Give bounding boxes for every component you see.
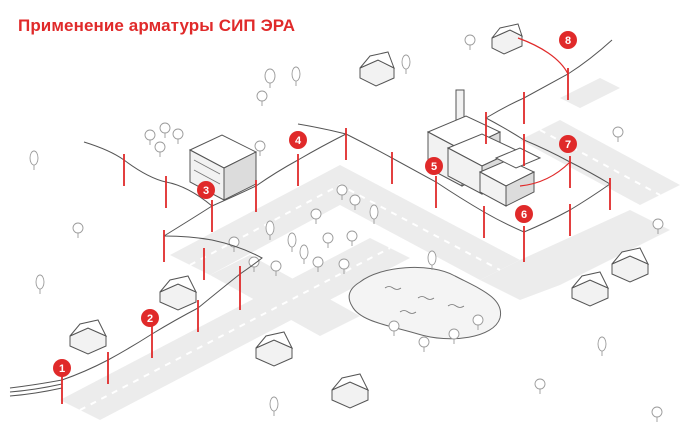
tree-icon	[448, 328, 460, 344]
tree-icon	[72, 222, 84, 238]
office-building	[188, 134, 258, 201]
tree-icon	[388, 320, 400, 336]
page-title: Применение арматуры СИП ЭРА	[18, 16, 296, 35]
tree-icon	[254, 140, 266, 156]
marker-label: 8	[565, 35, 571, 47]
trees	[29, 34, 664, 422]
roads	[60, 78, 680, 420]
tree-icon	[464, 34, 476, 50]
tree-icon	[310, 208, 322, 224]
tree-icon	[534, 378, 546, 394]
tree-icon	[35, 274, 45, 294]
marker-8: 8	[559, 31, 577, 49]
tree-icon	[269, 396, 279, 416]
houses	[69, 23, 650, 409]
tree-icon	[159, 122, 171, 138]
tree-icon	[369, 204, 379, 224]
tree-icon	[336, 184, 348, 200]
house-icon	[359, 51, 395, 87]
tree-icon	[291, 66, 301, 86]
service-drop-7	[519, 161, 571, 187]
marker-label: 2	[147, 313, 153, 325]
house-icon	[159, 275, 198, 311]
tree-icon	[338, 258, 350, 274]
tree-icon	[612, 126, 624, 142]
tree-icon	[248, 256, 260, 272]
marker-label: 3	[203, 185, 209, 197]
marker-label: 4	[295, 135, 302, 147]
house-icon	[571, 271, 610, 307]
marker-7: 7	[559, 135, 577, 153]
tree-icon	[651, 406, 663, 422]
tree-icon	[29, 150, 39, 170]
marker-6: 6	[515, 205, 533, 223]
markers: 1 2 3 4 5 6 7 8	[53, 31, 577, 377]
tree-icon	[265, 220, 275, 240]
tree-icon	[172, 128, 184, 144]
tree-icon	[312, 256, 324, 272]
road-top-right	[560, 78, 620, 108]
tree-icon	[346, 230, 358, 246]
tree-icon	[418, 336, 430, 352]
tree-icon	[349, 194, 361, 210]
marker-4: 4	[289, 131, 307, 149]
tree-icon	[652, 218, 664, 234]
lake	[348, 267, 502, 340]
poles	[61, 68, 611, 404]
tree-icon	[322, 232, 334, 248]
marker-5: 5	[425, 157, 443, 175]
tree-icon	[401, 54, 411, 74]
marker-2: 2	[141, 309, 159, 327]
house-icon	[255, 331, 294, 367]
road-center-line-3	[539, 129, 661, 196]
tree-icon	[144, 129, 156, 145]
tree-icon	[264, 68, 276, 88]
marker-1: 1	[53, 359, 71, 377]
factory	[426, 89, 542, 207]
house-icon	[69, 319, 108, 355]
road-center-line-1	[79, 247, 391, 411]
tree-icon	[287, 232, 297, 252]
tree-icon	[427, 250, 437, 270]
road-center-loop-bottom	[210, 255, 360, 336]
tree-icon	[299, 244, 309, 264]
house-icon	[491, 23, 523, 55]
tree-icon	[154, 141, 166, 157]
tree-icon	[228, 236, 240, 252]
tree-icon	[597, 336, 607, 356]
road-right-block	[480, 210, 670, 300]
house-icon	[611, 247, 650, 283]
service-drop-8	[517, 37, 569, 75]
marker-3: 3	[197, 181, 215, 199]
house-icon	[331, 373, 370, 409]
marker-label: 5	[431, 161, 437, 173]
tree-icon	[270, 260, 282, 276]
marker-label: 7	[565, 139, 571, 151]
tree-icon	[472, 314, 484, 330]
marker-label: 1	[59, 363, 65, 375]
marker-label: 6	[521, 209, 527, 221]
tree-icon	[256, 90, 268, 106]
